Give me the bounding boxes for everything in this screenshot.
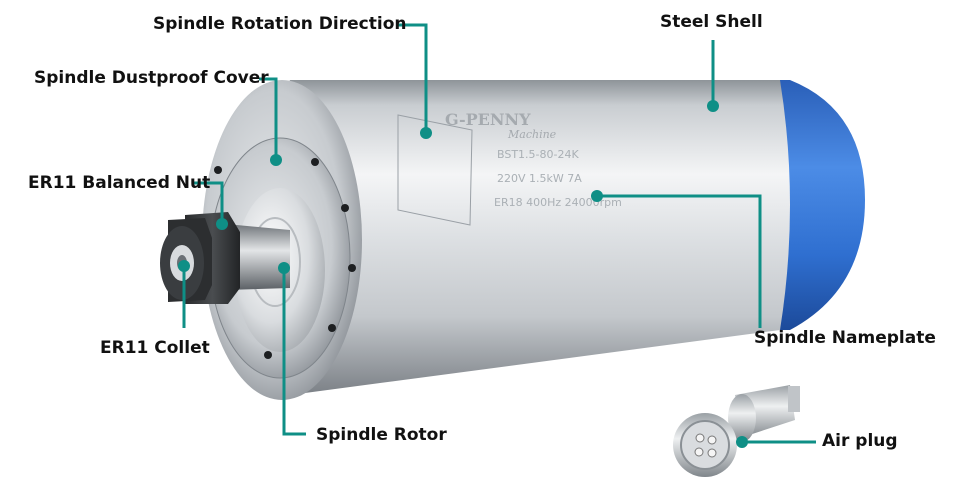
dot-dustproof-cover (270, 154, 282, 166)
label-rotation-direction: Spindle Rotation Direction (153, 14, 407, 34)
leader-rotation-direction (397, 23, 428, 133)
label-dustproof-cover: Spindle Dustproof Cover (34, 68, 269, 88)
label-balanced-nut: ER11 Balanced Nut (28, 173, 211, 193)
leader-nameplate (597, 194, 762, 328)
leader-dots (178, 100, 748, 448)
dot-collet (178, 260, 190, 272)
leader-lines (182, 23, 816, 444)
leader-dustproof-cover (259, 77, 278, 160)
label-air-plug: Air plug (822, 431, 898, 451)
nameplate-model: BST1.5-80-24K (497, 148, 579, 161)
nameplate-rating: 220V 1.5kW 7A (497, 172, 582, 185)
label-rotor: Spindle Rotor (316, 425, 447, 445)
dot-nameplate (591, 190, 603, 202)
label-nameplate: Spindle Nameplate (754, 328, 936, 348)
dot-rotation-direction (420, 127, 432, 139)
dot-air-plug (736, 436, 748, 448)
leader-balanced-nut (193, 181, 224, 224)
nameplate-engraving: G-PENNY Machine BST1.5-80-24K 220V 1.5kW… (397, 110, 622, 226)
leader-rotor (282, 268, 306, 436)
label-collet: ER11 Collet (100, 338, 210, 358)
dot-steel-shell (707, 100, 719, 112)
nameplate-sub: Machine (507, 128, 557, 141)
nameplate-brand: G-PENNY (445, 110, 531, 129)
label-steel-shell: Steel Shell (660, 12, 763, 32)
air-plug-connector (673, 385, 800, 477)
dot-rotor (278, 262, 290, 274)
dot-balanced-nut (216, 218, 228, 230)
nameplate-spec: ER18 400Hz 24000rpm (494, 196, 622, 209)
